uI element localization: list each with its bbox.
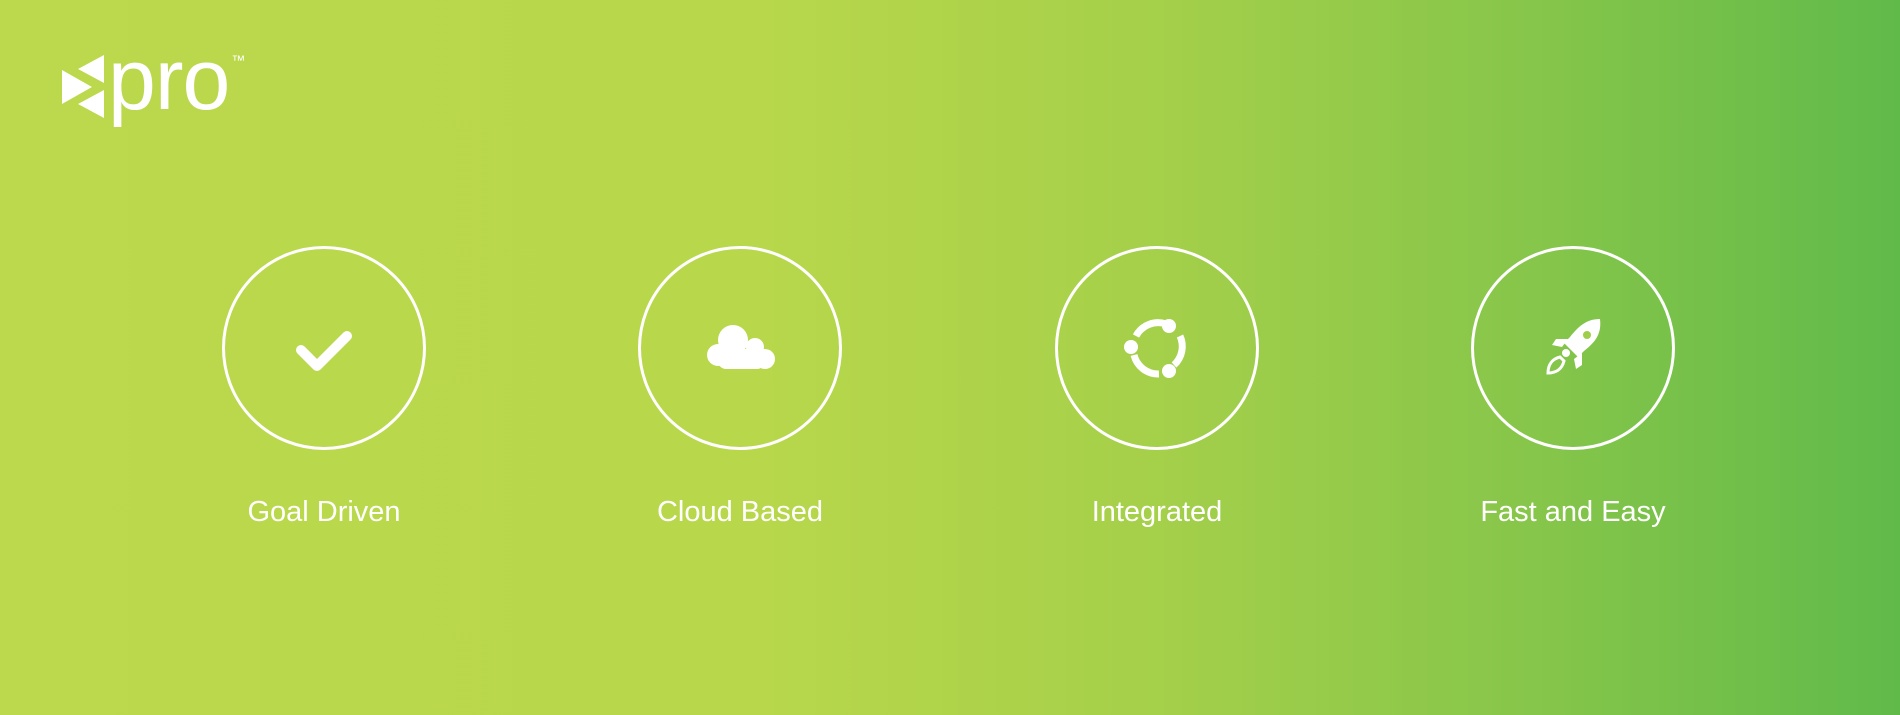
cloud-icon [697, 305, 783, 391]
feature-label: Goal Driven [194, 495, 454, 529]
feature-fast-and-easy: Fast and Easy [1443, 246, 1703, 529]
feature-circle [1055, 246, 1259, 450]
feature-cloud-based: Cloud Based [610, 246, 870, 529]
checkmark-icon [281, 305, 367, 391]
sync-circle-icon [1114, 305, 1200, 391]
feature-integrated: Integrated [1027, 246, 1287, 529]
feature-circle [1471, 246, 1675, 450]
feature-label: Cloud Based [610, 495, 870, 529]
feature-label: Integrated [1027, 495, 1287, 529]
feature-circle [222, 246, 426, 450]
feature-label: Fast and Easy [1443, 495, 1703, 529]
feature-goal-driven: Goal Driven [194, 246, 454, 529]
feature-circle [638, 246, 842, 450]
rocket-icon [1530, 305, 1616, 391]
